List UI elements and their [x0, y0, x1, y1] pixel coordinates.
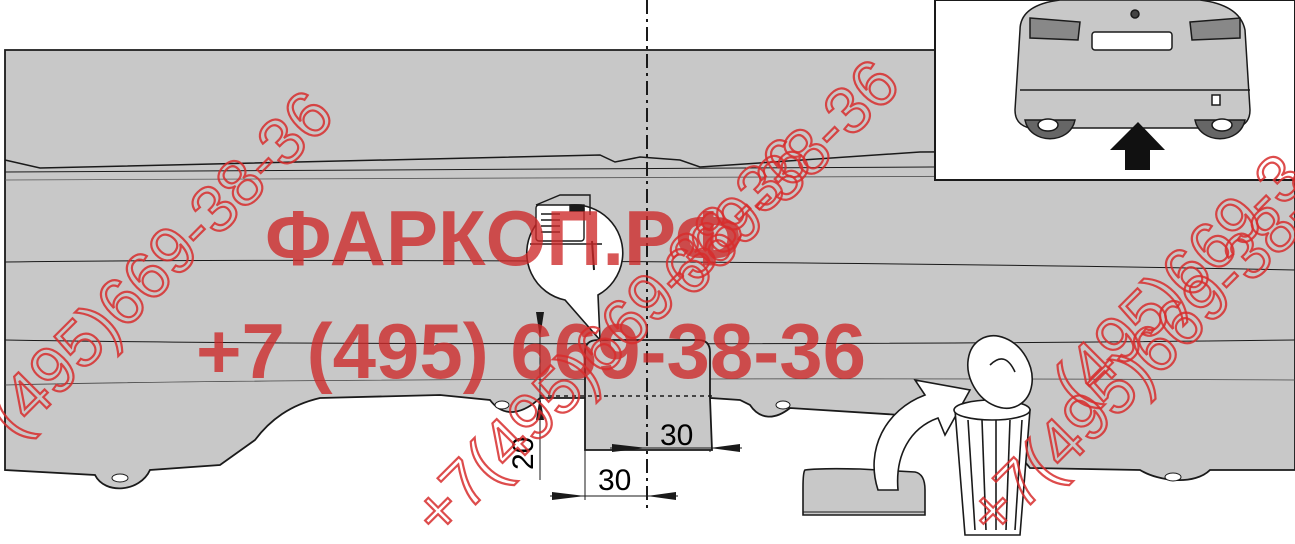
jigsaw-icon: [530, 194, 602, 271]
watermark-phone: +7 (495) 669-38-36: [196, 307, 866, 395]
dim-arrow-bottom: [536, 396, 544, 420]
removed-piece: [802, 467, 926, 516]
trash-can-icon: [953, 335, 1033, 536]
bumper-top-strip: [4, 149, 1295, 169]
dim-label-20: 20: [507, 437, 540, 470]
dim-arrow: [647, 492, 676, 500]
mount-hole: [111, 473, 129, 483]
dim-arrow-top: [536, 312, 544, 338]
dim-arrow: [710, 444, 740, 452]
mount-hole: [494, 400, 510, 410]
dim-label-30-upper: 30: [660, 419, 693, 452]
dim-arrow: [552, 492, 585, 500]
mount-hole: [1164, 472, 1182, 482]
dim-label-30-lower: 30: [598, 464, 631, 497]
watermark-brand: ФАРКОП.РФ: [265, 194, 742, 282]
cutout-tab: [584, 339, 711, 398]
mount-hole: [775, 400, 791, 410]
car-rear-view-icon: [1014, 0, 1251, 140]
curved-arrow-icon: [873, 378, 972, 491]
dim-arrow: [612, 444, 647, 452]
up-arrow-icon: [1110, 122, 1165, 170]
